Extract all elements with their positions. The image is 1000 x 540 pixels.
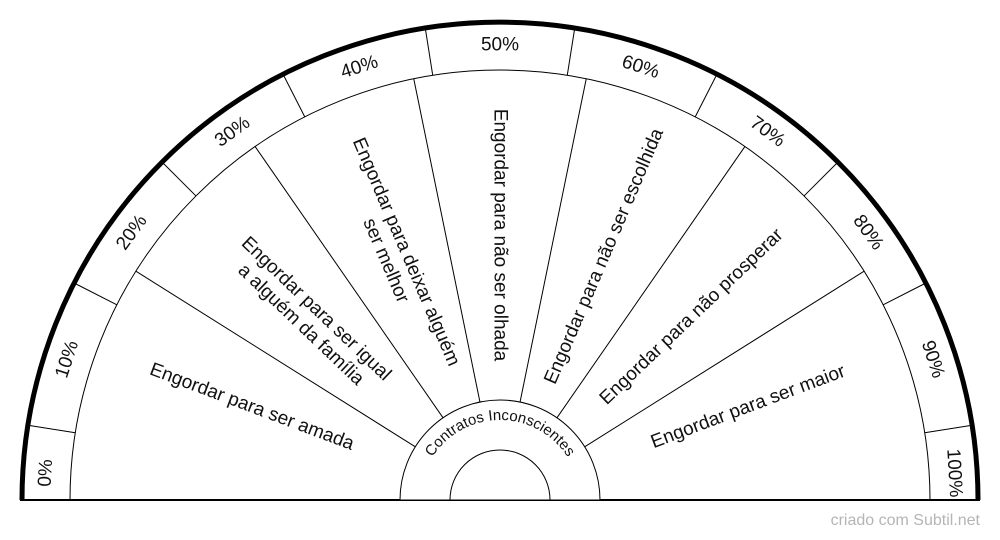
sector-divider [254,146,444,419]
scale-label: 100% [942,448,966,498]
scale-tick [282,73,306,118]
sector-label: Engordar para ser igual [237,233,395,385]
scale-tick [161,161,197,197]
sector-divider [556,146,746,419]
scale-label: 0% [35,459,58,488]
sector-label: Engordar para deixar alguém [348,135,464,370]
sector-label: Engordar para não prosperar [596,224,788,409]
scale-tick [27,424,76,434]
scale-label: 60% [619,51,662,83]
scale-tick [694,73,718,118]
hub-hole [449,449,551,501]
scale-label: 50% [481,35,519,56]
sector-label: Engordar para ser maior [648,361,849,453]
scale-label: 70% [746,112,789,151]
scale-label: 20% [112,211,151,254]
sector-divider [584,270,865,448]
scale-label: 90% [917,338,949,381]
outer-arc [19,19,981,501]
sector-label: Engordar para ser amada [147,359,357,455]
sector-divider [413,78,481,403]
scale-label: 80% [848,211,887,254]
inner-arc [69,69,931,501]
credit-text: criado com Subtil.net [830,512,980,529]
sector-divider [519,78,587,403]
scale-tick [924,424,973,434]
center-hub: Contratos Inconscientes [399,399,601,501]
scale-label: 40% [338,51,381,83]
scale-tick [73,282,118,306]
scale-tick [566,27,576,76]
scale-tick [882,282,927,306]
sector-label: Engordar para não ser olhada [490,109,511,362]
sector-divider [135,270,416,448]
scale-label: 30% [211,112,254,151]
scale-tick [424,27,434,76]
scale-tick [803,161,839,197]
chart-lines [19,19,981,501]
scale-label: 10% [51,338,83,381]
